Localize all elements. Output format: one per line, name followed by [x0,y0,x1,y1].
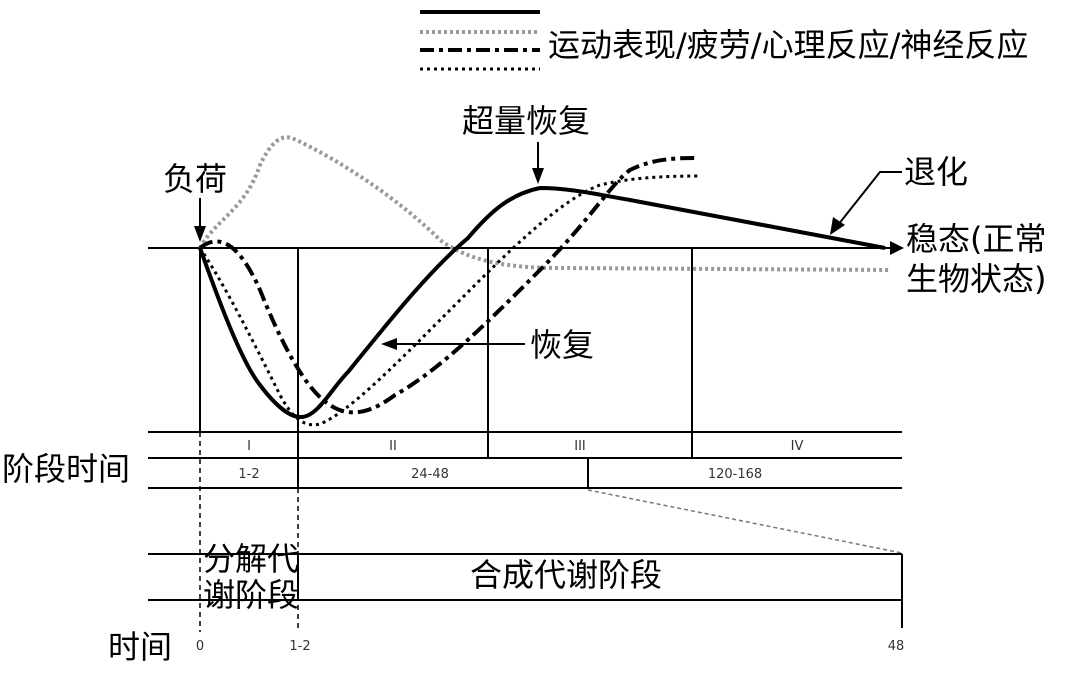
recovery-label: 恢复 [530,326,594,364]
graph-grid [148,241,904,458]
baseline-arrowhead [890,241,904,255]
recovery-arrow-head [381,338,397,350]
homeostasis-label-line2: 生物状态) [906,260,1047,298]
detraining-label: 退化 [904,153,968,191]
catabolic-label-line2: 谢阶段 [203,576,299,614]
catabolic-label-line1: 分解代 [203,540,299,578]
homeostasis-label-line1: 稳态(正常 [906,220,1047,258]
time-tick-0: 0 [196,639,204,654]
time-axis: 时间 0 1-2 48 [108,628,904,666]
phase-duration-2: 24-48 [411,467,449,482]
annotations: 负荷 超量恢复 退化 稳态(正常 生物状态) 恢复 [163,102,1047,364]
performance-curve [198,185,886,419]
legend: 运动表现/疲劳/心理反应/神经反应 [420,10,1028,71]
anabolic-label: 合成代谢阶段 [470,556,662,594]
neural-curve [198,174,701,427]
supercompensation-label: 超量恢复 [462,102,590,140]
phase-duration-3: 120-168 [708,467,762,482]
supercompensation-arrow-head [532,168,544,184]
psychological-curve [198,156,696,415]
phase-label-1: I [247,439,251,454]
detraining-arrow-shaft [837,171,902,226]
time-axis-label: 时间 [108,628,172,666]
phase-label-3: III [574,439,586,454]
phase-duration-1: 1-2 [238,467,259,482]
load-arrow-head [194,226,206,242]
phase-label-4: IV [791,439,804,454]
time-tick-1-2: 1-2 [289,639,310,654]
response-curves [198,135,891,427]
fatigue-curve [198,135,891,272]
zoom-guide-line [587,489,903,554]
legend-label: 运动表现/疲劳/心理反应/神经反应 [548,26,1028,64]
detraining-arrow-head [830,217,845,235]
phase-label-2: II [389,439,397,454]
phase-time-row-label: 阶段时间 [2,450,130,488]
time-tick-48: 48 [888,639,905,654]
phase-table: I II III IV 1-2 24-48 120-168 阶段时间 [2,431,902,489]
metabolism-bar: 分解代 谢阶段 合成代谢阶段 [148,432,903,632]
load-label: 负荷 [163,160,227,198]
